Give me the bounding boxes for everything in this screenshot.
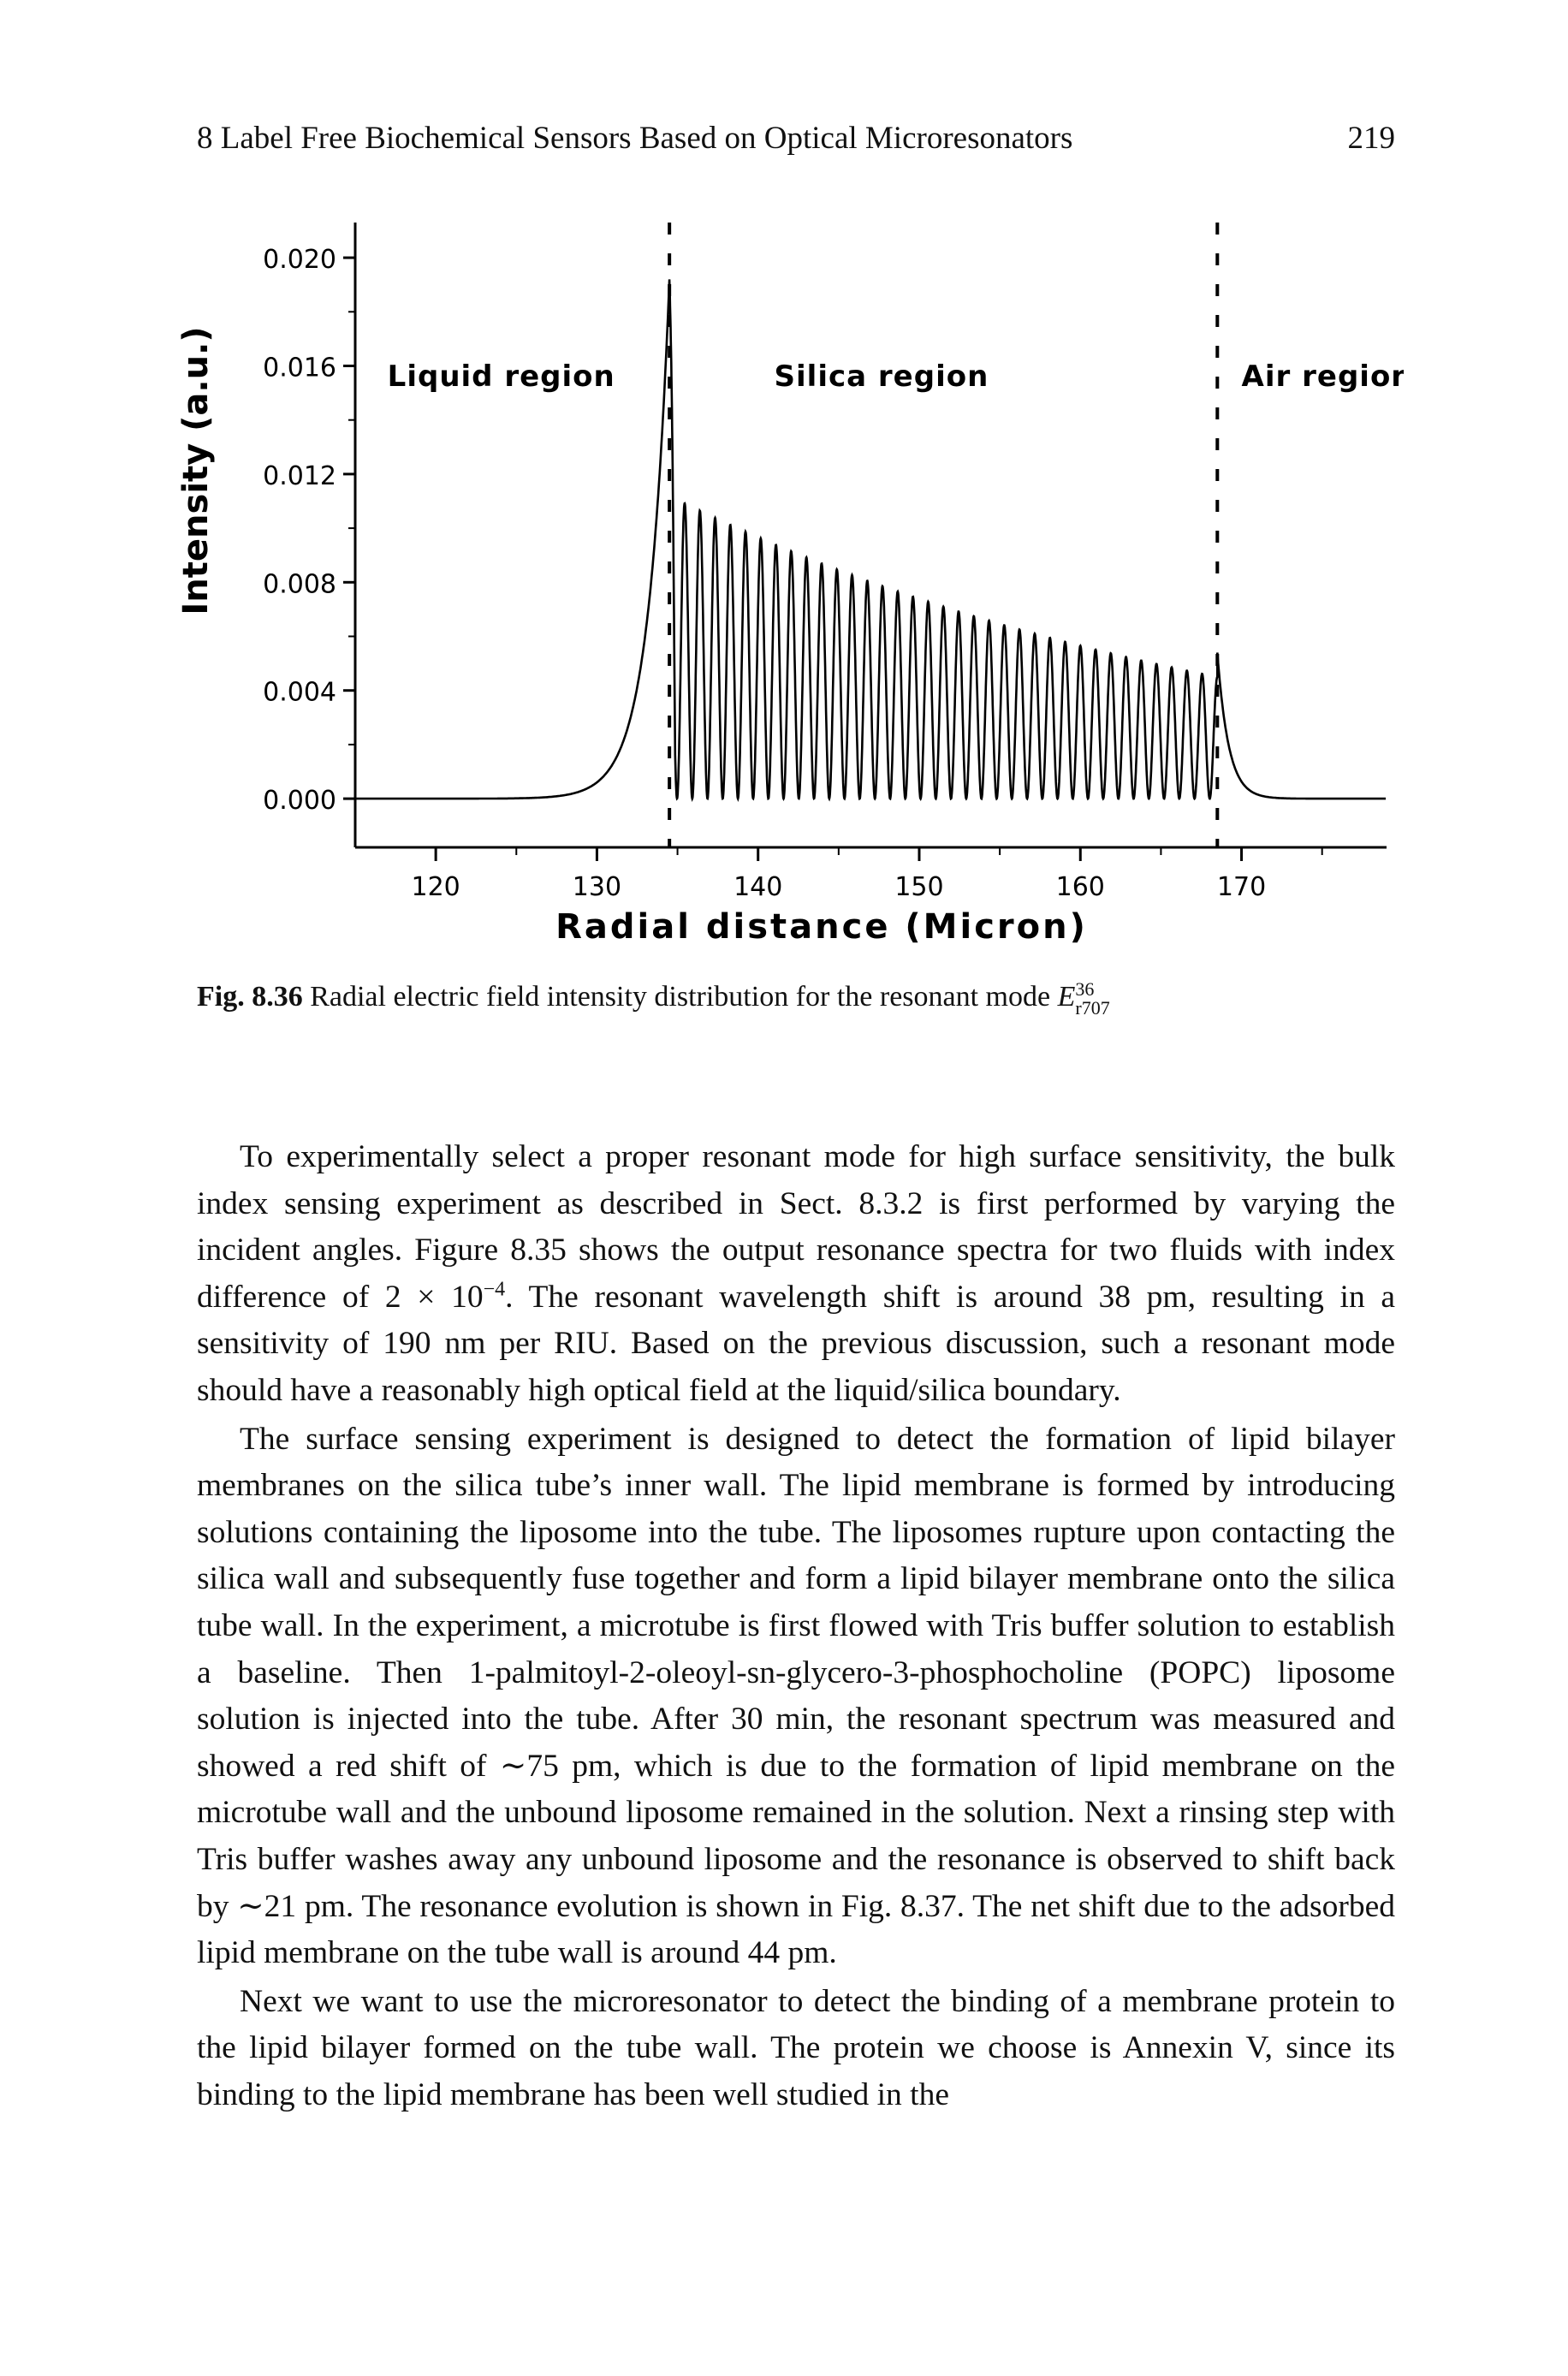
y-tick-label: 0.020 <box>263 245 336 275</box>
paragraph-2: The surface sensing experiment is design… <box>197 1421 1395 1971</box>
mode-superscript: 36 <box>1075 978 1095 1000</box>
running-head: 8 Label Free Biochemical Sensors Based o… <box>197 120 1395 163</box>
mode-symbol: E <box>1057 980 1076 1013</box>
chart-ticks: 0.000 0.004 0.008 0.012 0.016 0.020 120 130 140 1… <box>263 245 1323 902</box>
intensity-series-line <box>355 279 1387 802</box>
paragraph-1: To experimentally select a proper resona… <box>197 1139 1396 1408</box>
x-axis-label: Radial distance (Micron) <box>555 907 1088 947</box>
x-tick-label: 150 <box>894 872 943 902</box>
y-axis-label: Intensity (a.u.) <box>176 326 216 615</box>
x-tick-label: 140 <box>734 872 782 902</box>
mode-subscript: r707 <box>1075 997 1110 1019</box>
region-label: Liquid region <box>388 359 615 394</box>
region-labels: Liquid region Silica region Air region <box>388 359 1404 394</box>
running-title: 8 Label Free Biochemical Sensors Based o… <box>197 121 1073 156</box>
region-label: Silica region <box>775 359 989 394</box>
x-tick-label: 170 <box>1217 872 1266 902</box>
region-label: Air region <box>1242 359 1404 394</box>
region-boundaries <box>668 223 1220 847</box>
page-number: 219 <box>1347 121 1396 156</box>
caption-text: Radial electric field intensity distribu… <box>310 980 1051 1013</box>
y-tick-label: 0.004 <box>263 678 336 708</box>
intensity-chart: 0.000 0.004 0.008 0.012 0.016 0.020 120 130 140 1… <box>176 223 1404 947</box>
figure-caption: Fig. 8.36 Radial electric field intensit… <box>197 980 1412 1018</box>
x-tick-label: 130 <box>573 872 621 902</box>
body-text: To experimentally select a proper resona… <box>197 1134 1395 2120</box>
y-tick-label: 0.000 <box>263 786 336 816</box>
x-tick-label: 160 <box>1056 872 1105 902</box>
chart-axes <box>353 223 1387 849</box>
y-tick-label: 0.008 <box>263 569 336 599</box>
exponent: −4 <box>483 1278 506 1301</box>
y-tick-label: 0.016 <box>263 353 336 383</box>
paragraph-3: Next we want to use the microresonator t… <box>197 1983 1395 2112</box>
x-tick-label: 120 <box>412 872 460 902</box>
y-tick-label: 0.012 <box>263 461 336 491</box>
caption-label: Fig. 8.36 <box>197 980 303 1013</box>
